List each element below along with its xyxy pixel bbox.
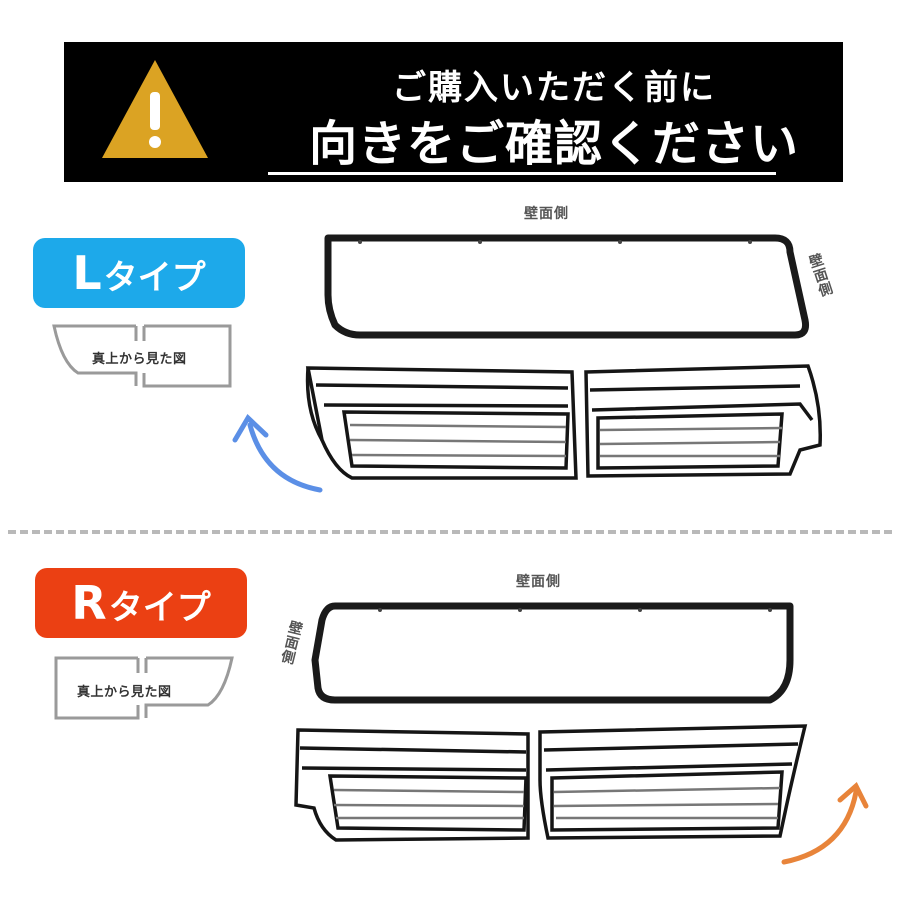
banner-underline — [268, 172, 776, 175]
l-direction-arrow — [232, 414, 323, 493]
r-basket-right — [538, 724, 808, 840]
warning-banner: ご購入いただく前に 向きをご確認ください — [64, 42, 843, 182]
r-basket-left — [294, 728, 530, 842]
r-mounting-frame — [311, 602, 794, 704]
r-wall-side-top-label: 壁面側 — [516, 574, 561, 590]
warning-triangle-icon — [102, 60, 208, 158]
r-type-letter: R — [71, 576, 107, 630]
r-type-suffix: タイプ — [108, 588, 211, 628]
l-mounting-frame — [324, 234, 809, 339]
l-type-suffix: タイプ — [103, 258, 206, 298]
l-basket-left — [305, 366, 578, 480]
l-type-badge: Lタイプ — [33, 238, 245, 308]
l-top-view-diagram — [52, 324, 232, 388]
r-top-view-diagram — [54, 656, 234, 720]
l-top-view-label: 真上から見た図 — [92, 352, 187, 367]
section-divider — [8, 530, 892, 534]
l-basket-right — [584, 364, 822, 478]
r-mounting-holes — [378, 608, 772, 612]
r-type-badge: Rタイプ — [35, 568, 247, 638]
l-mounting-holes — [358, 240, 752, 244]
l-type-letter: L — [72, 246, 102, 300]
banner-line2: 向きをご確認ください — [308, 116, 799, 172]
banner-line1: ご購入いただく前に — [392, 68, 716, 108]
l-wall-side-top-label: 壁面側 — [524, 206, 569, 222]
r-top-view-label: 真上から見た図 — [77, 685, 172, 700]
r-direction-arrow — [781, 781, 869, 865]
